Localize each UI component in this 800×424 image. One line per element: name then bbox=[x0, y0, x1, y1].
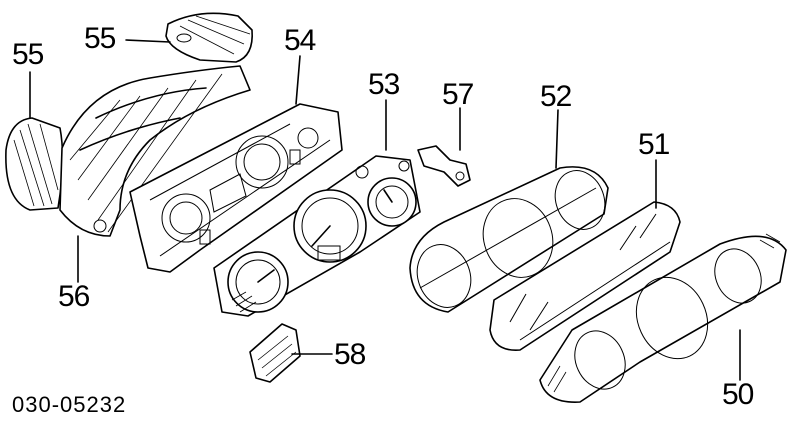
leader-lines bbox=[29, 39, 741, 381]
part-55-top-hood bbox=[165, 12, 253, 63]
callout-54: 54 bbox=[284, 24, 316, 57]
callout-57: 57 bbox=[442, 78, 474, 111]
callout-55-left: 55 bbox=[12, 38, 44, 71]
drawing-code: 030-05232 bbox=[12, 392, 127, 417]
part-52-gauge-case bbox=[409, 166, 609, 313]
callout-58: 58 bbox=[334, 338, 366, 371]
part-57-bracket bbox=[417, 145, 471, 187]
callout-51: 51 bbox=[638, 128, 670, 161]
callout-56: 56 bbox=[58, 280, 90, 313]
part-53-gauge-cluster bbox=[213, 155, 421, 317]
callout-55-top: 55 bbox=[84, 22, 116, 55]
part-51-lens bbox=[489, 201, 681, 351]
part-50-bezel bbox=[539, 233, 787, 403]
callout-50: 50 bbox=[722, 378, 754, 411]
part-55-left-hood bbox=[5, 117, 64, 211]
part-56-shroud bbox=[59, 65, 251, 237]
part-54-housing bbox=[129, 103, 343, 273]
part-58-bracket bbox=[249, 323, 301, 383]
callout-53: 53 bbox=[368, 68, 400, 101]
callout-52: 52 bbox=[540, 80, 572, 113]
